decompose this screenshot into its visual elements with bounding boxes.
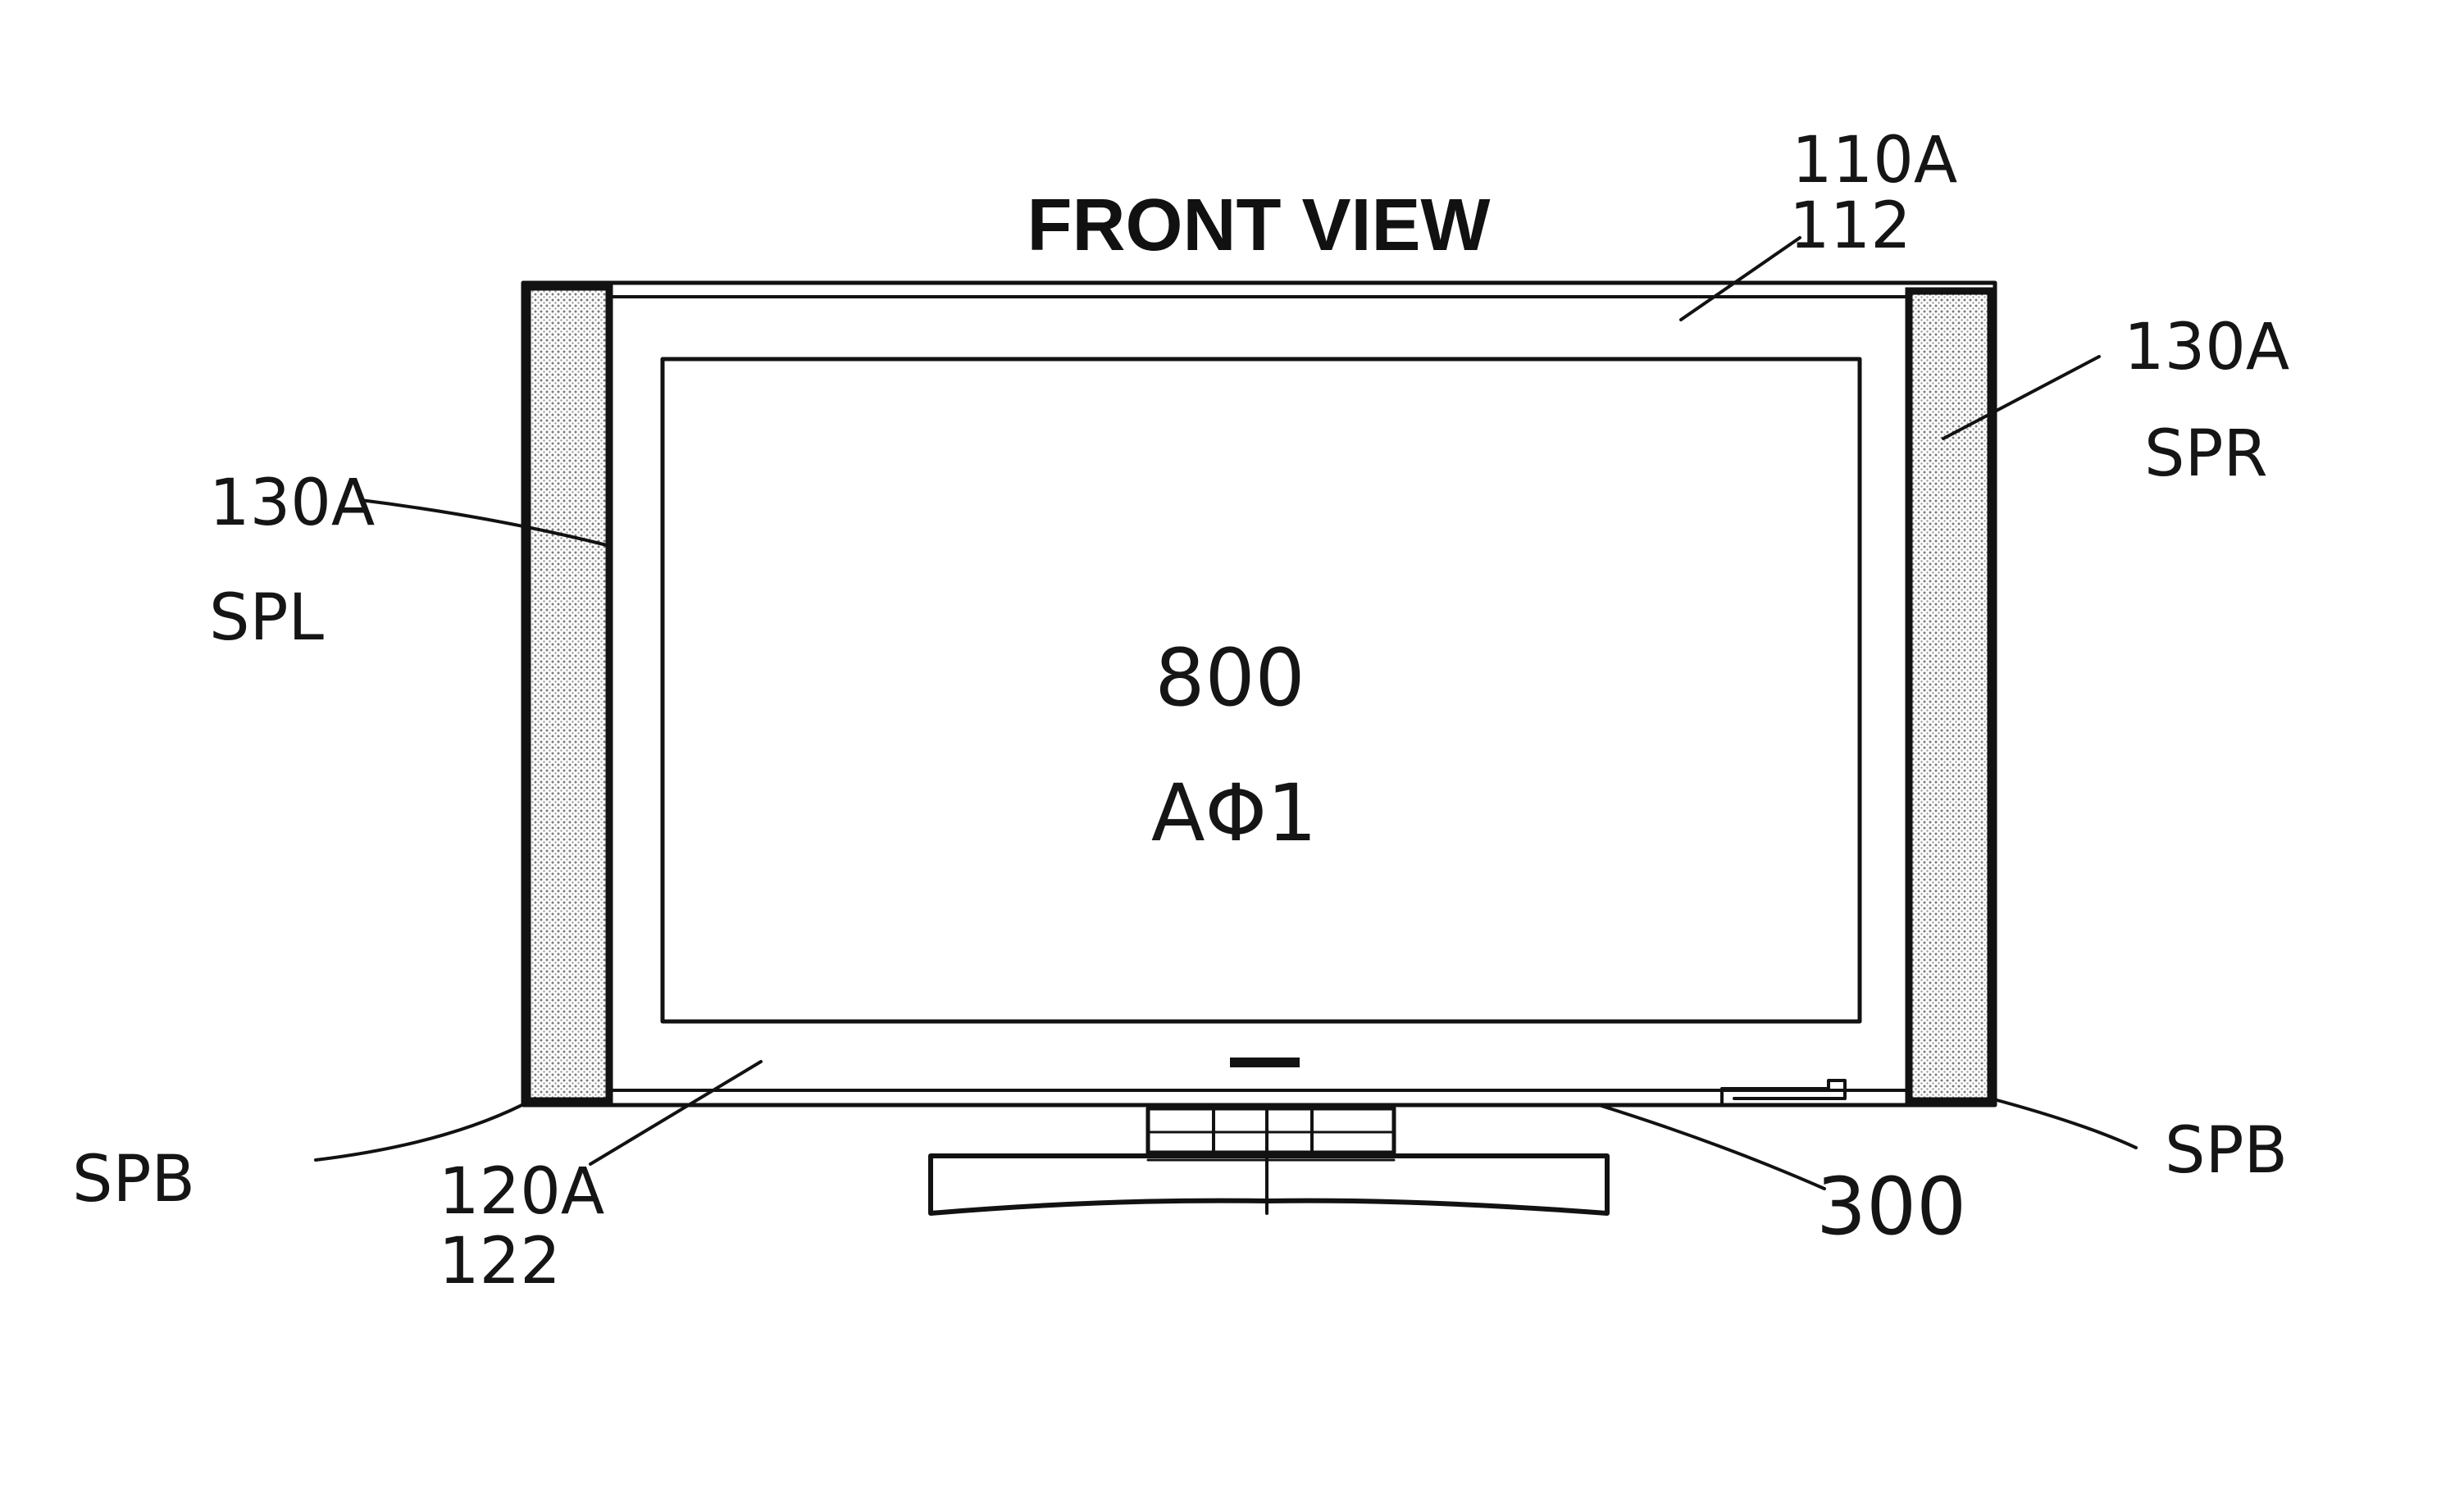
leader-300 — [1597, 1103, 1826, 1190]
label-spr: SPR — [2144, 417, 2268, 491]
label-spb-left: SPB — [72, 1143, 195, 1217]
label-120a: 120A — [439, 1155, 604, 1229]
display-screen — [660, 357, 1862, 1024]
label-122: 122 — [439, 1225, 561, 1299]
leader-130a-left — [359, 498, 608, 547]
label-spl: SPL — [209, 581, 325, 655]
stand-base — [928, 1153, 1610, 1216]
leader-spb-right — [1989, 1097, 2138, 1149]
leader-110a — [1679, 236, 1801, 321]
screen-label-a01: AΦ1 — [1151, 767, 1317, 859]
label-130a-right: 130A — [2124, 311, 2289, 384]
control-panel — [1720, 1079, 1847, 1107]
label-110a: 110A — [1792, 124, 1957, 198]
label-112: 112 — [1789, 189, 1911, 263]
leader-spb-left — [314, 1097, 536, 1162]
tv-housing — [521, 280, 1997, 1108]
screen-label-800: 800 — [1155, 632, 1305, 724]
right-speaker-grille — [1905, 287, 1995, 1105]
leader-120a — [589, 1060, 763, 1166]
label-130a-left: 130A — [209, 466, 375, 540]
brand-badge — [1230, 1058, 1300, 1067]
figure-title: FRONT VIEW — [1027, 184, 1491, 266]
stand-neck — [1145, 1106, 1396, 1155]
left-speaker-grille — [523, 283, 613, 1105]
display-bezel — [608, 295, 1911, 1092]
label-spb-right: SPB — [2165, 1114, 2288, 1188]
leader-130a-right — [1942, 355, 2101, 440]
label-300: 300 — [1816, 1161, 1966, 1253]
